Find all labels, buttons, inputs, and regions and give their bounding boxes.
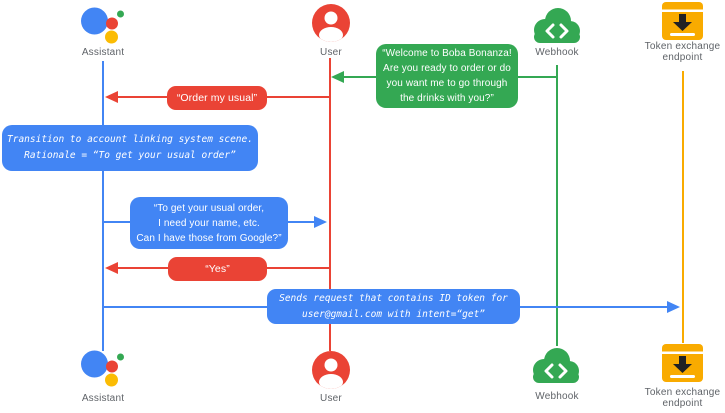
sends-request-arrowhead [667, 301, 680, 313]
token-endpoint-icon [662, 2, 703, 45]
token-endpoint-label: Token exchange endpoint [644, 41, 721, 63]
webhook-label: Webhook [535, 47, 579, 58]
webhook-cloud-icon-bottom [528, 346, 584, 391]
token-endpoint-icon-bottom [662, 344, 703, 387]
need-info-message-box: “To get your usual order, I need your na… [130, 197, 288, 249]
webhook-label-bottom: Webhook [535, 391, 579, 402]
token-endpoint-label-bottom: Token exchange endpoint [644, 387, 721, 409]
user-icon [312, 4, 350, 47]
google-assistant-icon [81, 7, 125, 50]
webhook-cloud-icon [529, 6, 585, 51]
order-my-usual-message-box: “Order my usual” [167, 86, 267, 110]
user-label-bottom: User [320, 393, 342, 404]
google-assistant-icon-bottom [81, 350, 125, 393]
welcome-message-box: “Welcome to Boba Bonanza! Are you ready … [376, 44, 518, 108]
sends-request-note-box: Sends request that contains ID token for… [267, 289, 520, 324]
token-endpoint-lifeline [682, 71, 684, 343]
assistant-label-bottom: Assistant [81, 393, 125, 404]
welcome-arrowhead [331, 71, 344, 83]
assistant-label: Assistant [81, 47, 125, 58]
assistant-lifeline [102, 61, 104, 351]
user-label: User [320, 47, 342, 58]
need-info-arrowhead [314, 216, 327, 228]
user-lifeline [329, 58, 331, 351]
order-my-usual-arrowhead [105, 91, 118, 103]
webhook-lifeline [556, 65, 558, 346]
yes-arrowhead [105, 262, 118, 274]
yes-message-box: “Yes” [168, 257, 267, 281]
transition-note-box: Transition to account linking system sce… [2, 125, 258, 171]
user-icon-bottom [312, 351, 350, 394]
